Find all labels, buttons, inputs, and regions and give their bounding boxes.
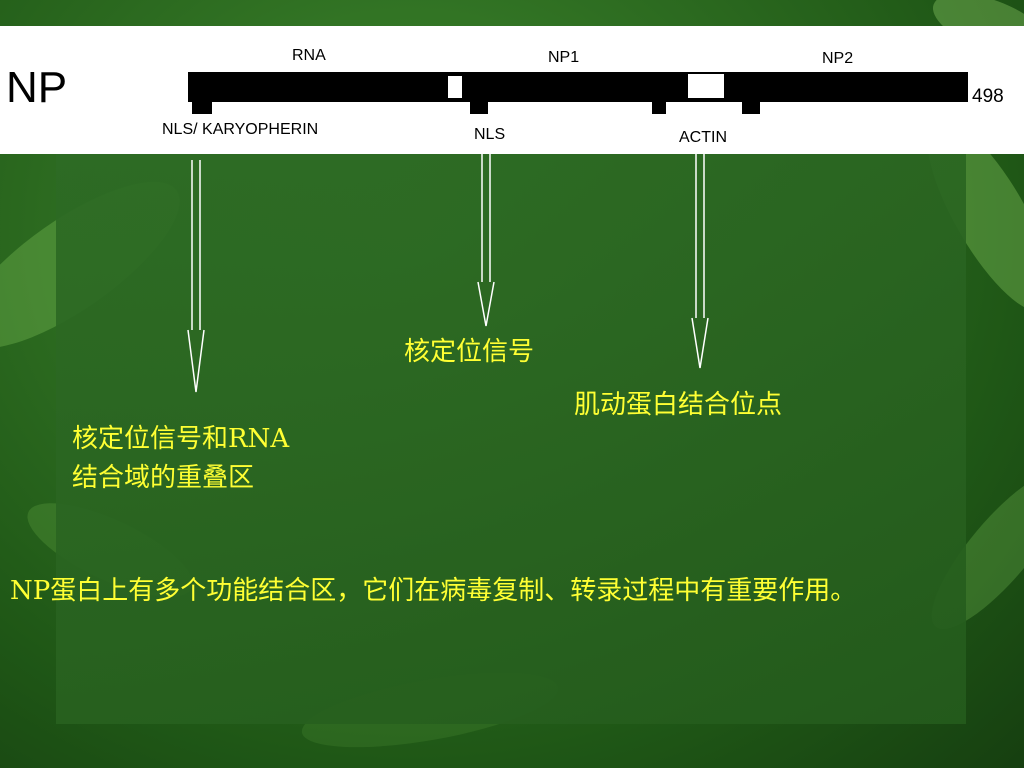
nls-label: NLS xyxy=(474,126,506,143)
actin-segment-right xyxy=(742,100,760,114)
bar-gap xyxy=(448,76,462,98)
np1-domain-label: NP1 xyxy=(548,49,580,66)
actin-label: ACTIN xyxy=(679,129,727,146)
np2-domain-label: NP2 xyxy=(822,50,854,67)
actin-site-annotation: 肌动蛋白结合位点 xyxy=(574,390,783,420)
arrow-actin xyxy=(691,150,709,369)
protein-bar xyxy=(188,72,968,102)
nls-karyopherin-segment xyxy=(192,100,212,114)
nls-annotation: 核定位信号 xyxy=(404,337,535,367)
protein-label: NP xyxy=(6,63,68,112)
overlap-annotation-line1: 核定位信号和RNA xyxy=(72,424,290,454)
actin-segment-left xyxy=(652,100,666,114)
summary-text: NP蛋白上有多个功能结合区，它们在病毒复制、转录过程中有重要作用。 xyxy=(10,576,857,606)
arrow-nls-karyopherin xyxy=(187,160,205,393)
length-label: 498 xyxy=(972,86,1004,107)
arrow-nls xyxy=(477,150,495,327)
nls-segment xyxy=(470,100,488,114)
bar-gap xyxy=(688,74,724,98)
nls-karyopherin-label: NLS/ KARYOPHERIN xyxy=(162,121,319,138)
rna-domain-label: RNA xyxy=(292,47,326,64)
content-panel xyxy=(56,150,966,724)
overlap-annotation-line2: 结合域的重叠区 xyxy=(72,463,255,493)
